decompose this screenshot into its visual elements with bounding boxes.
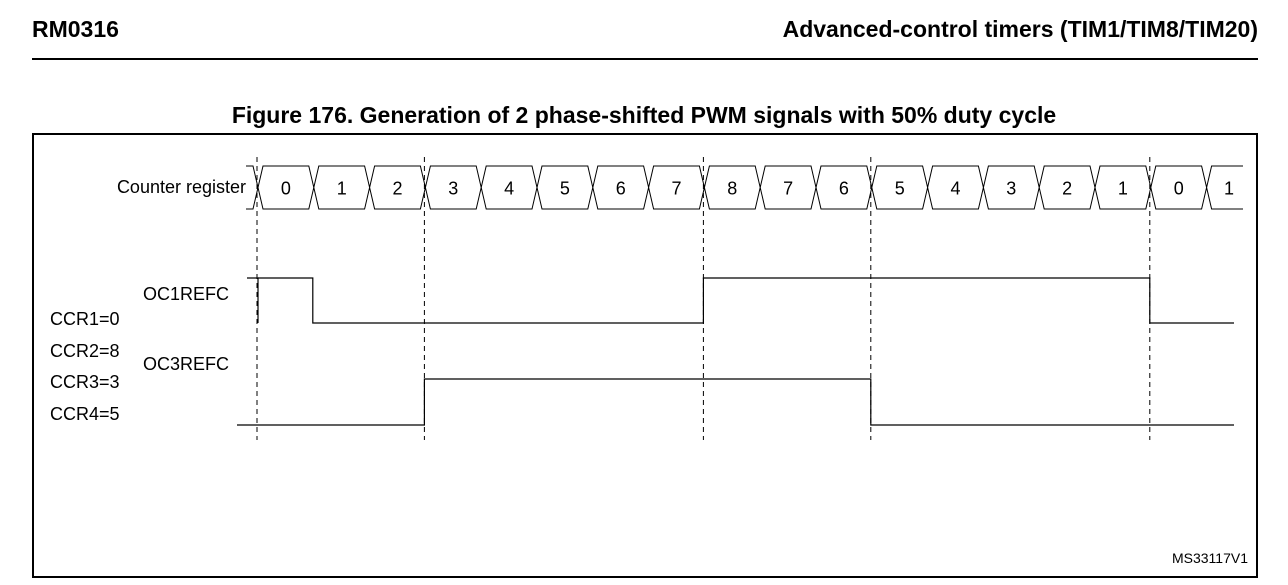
counter-value: 2	[392, 179, 402, 199]
counter-value: 1	[337, 179, 347, 199]
counter-value: 2	[1062, 179, 1072, 199]
figure-frame	[32, 133, 1258, 578]
ccr4-label: CCR4=5	[50, 404, 120, 424]
oc1refc-label: OC1REFC	[143, 284, 230, 304]
counter-value: 1	[1118, 179, 1128, 199]
figure-title: Figure 176. Generation of 2 phase-shifte…	[231, 102, 1057, 128]
counter-value: 8	[727, 179, 737, 199]
counter-value: 7	[783, 179, 793, 199]
waveform-oc3refc	[237, 378, 1234, 426]
counter-value: 3	[448, 179, 458, 199]
counter-value: 0	[281, 179, 291, 199]
waveform-oc1refc-start	[247, 277, 259, 323]
oc3refc-label: OC3REFC	[143, 354, 230, 374]
counter-value: 5	[560, 179, 570, 199]
counter-bus-bottom	[246, 187, 1243, 210]
counter-bus-top	[246, 165, 1243, 188]
counter-value: 5	[895, 179, 905, 199]
counter-value: 0	[1174, 179, 1184, 199]
ccr1-label: CCR1=0	[50, 309, 120, 329]
header-rule	[32, 58, 1258, 60]
ccr3-label: CCR3=3	[50, 372, 120, 392]
counter-value: 1	[1224, 179, 1234, 199]
counter-value: 4	[504, 179, 514, 199]
counter-register-label: Counter register	[116, 177, 246, 197]
counter-value: 6	[616, 179, 626, 199]
counter-value: 3	[1006, 179, 1016, 199]
ccr2-label: CCR2=8	[50, 341, 120, 361]
counter-value: 4	[950, 179, 960, 199]
section-title: Advanced-control timers (TIM1/TIM8/TIM20…	[782, 16, 1258, 42]
counter-value: 6	[839, 179, 849, 199]
waveform-oc1refc	[258, 277, 1234, 324]
figure-id: MS33117V1	[1171, 550, 1248, 566]
counter-value: 7	[671, 179, 681, 199]
document-id: RM0316	[32, 16, 119, 42]
